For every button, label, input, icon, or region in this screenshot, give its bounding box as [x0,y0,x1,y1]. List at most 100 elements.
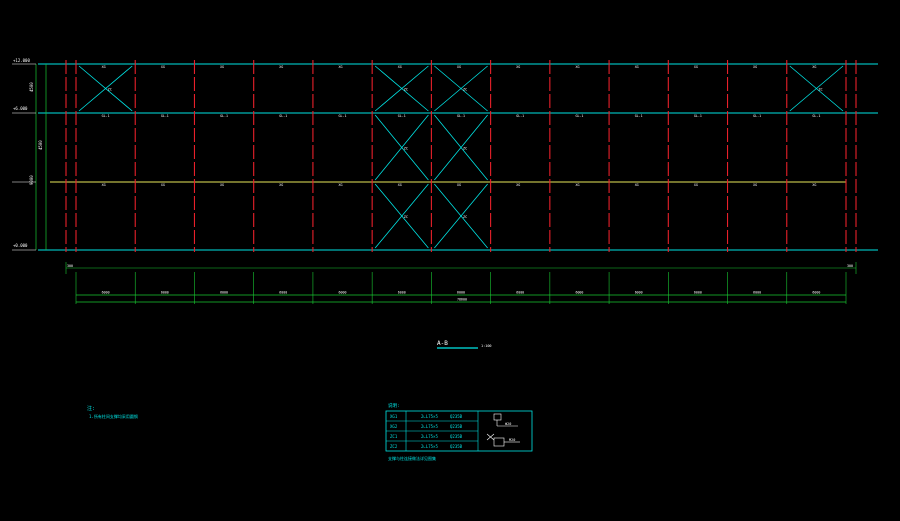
lower-row-label: XG [812,183,816,187]
top-row-label: XG [279,65,283,69]
legend-spec: 2∟L75×5 [421,434,438,439]
bay-dim-label: 6000 [220,291,228,295]
mid-row-label: GL-1 [753,114,761,118]
brace-label: ZC [108,88,112,92]
bay-dim-label: 6000 [694,291,702,295]
elevation-label-mid: +6.000 [13,106,28,111]
lower-row-label: XG [635,183,639,187]
bay-dim-label: 6000 [753,291,761,295]
top-row-label: XG [398,65,402,69]
top-row-label: XG [457,65,461,69]
legend-code: XG2 [390,424,398,429]
legend-table: 说明: XG1 2∟L75×5 Q235B XG2 2∟L75×5 Q235B … [385,402,533,461]
mid-row-label: GL-1 [516,114,524,118]
total-dim-label: 78600 [457,298,467,302]
elevation-label-top: +12.000 [13,58,30,63]
bay-dim-label: 6000 [516,291,524,295]
elevation-frame [12,63,878,251]
lower-row-label: XG [575,183,579,187]
bay-dim-label: 6000 [398,291,406,295]
top-row-label: XG [575,65,579,69]
bay-dim-label: 6000 [457,291,465,295]
left-dim-3: 9000 [29,175,34,185]
lower-row-label: XG [161,183,165,187]
column-group [65,60,857,252]
top-row-label: XG [161,65,165,69]
label-group: XGGL-1XGXGGL-1XGXGGL-1XGXGGL-1XGXGGL-1XG… [102,65,821,187]
lower-row-label: XG [102,183,106,187]
legend-mat: Q235B [450,444,463,449]
top-row-label: XG [753,65,757,69]
lower-row-label: XG [694,183,698,187]
top-row-label: XG [694,65,698,69]
bay-dim-label: 6000 [575,291,583,295]
mid-row-label: GL-1 [694,114,702,118]
end-dim-label: 300 [847,264,853,268]
lower-row-label: XG [279,183,283,187]
brace-label: ZC [463,88,467,92]
notes-heading: 注: [87,405,95,412]
legend-spec: 2∟L75×5 [421,414,438,419]
legend-mat: Q235B [450,414,463,419]
brace-diagonal [78,65,133,112]
left-dim-2: 4500 [38,140,43,150]
lower-row-label: XG [220,183,224,187]
detail-label-b: M20 [509,438,515,442]
lower-row-label: XG [398,183,402,187]
mid-row-label: GL-1 [279,114,287,118]
mid-row-label: GL-1 [398,114,406,118]
brace-label: ZC [463,147,467,151]
brace-diagonal [434,65,488,112]
legend-code: ZC2 [390,444,398,449]
lower-row-label: XG [339,183,343,187]
legend-footer: 支撑与柱连接做法详见图集 [388,455,436,461]
top-row-label: XG [635,65,639,69]
brace-label: ZC [818,88,822,92]
dimension-group: 6000 6000 6000 6000 6000 6000 6000 6000 6000 6000… [65,262,857,304]
legend-mat: Q235B [450,434,463,439]
brace-diagonal [434,183,488,249]
mid-row-label: GL-1 [812,114,820,118]
legend-spec: 2∟L75×5 [421,444,438,449]
brace-diagonal [374,65,429,112]
legend-code: ZC1 [390,434,398,439]
lower-row-label: XG [753,183,757,187]
mid-row-label: GL-1 [635,114,643,118]
bay-dim-label: 6000 [279,291,287,295]
drawing-title: A-B [437,340,448,347]
detail-label-a: Φ20 [505,422,511,426]
brace-diagonal [374,183,429,249]
mid-row-label: GL-1 [102,114,110,118]
mid-row-label: GL-1 [220,114,228,118]
mid-row-label: GL-1 [457,114,465,118]
brace-diagonal [789,65,844,112]
lower-row-label: XG [457,183,461,187]
elevation-label-bottom: +0.000 [13,243,28,248]
legend-code: XG1 [390,414,398,419]
legend-spec: 2∟L75×5 [421,424,438,429]
end-dim-label: 300 [67,264,73,268]
top-row-label: XG [102,65,106,69]
bay-dim-label: 6000 [635,291,643,295]
bay-dim-label: 6000 [161,291,169,295]
notes-line-1: 1.所有柱间支撑均采用圆钢 [89,413,138,419]
mid-row-label: GL-1 [339,114,347,118]
connection-detail-sketch [486,413,520,447]
top-row-label: XG [812,65,816,69]
brace-diagonal [434,114,488,181]
brace-label: ZC [404,215,408,219]
mid-row-label: GL-1 [161,114,169,118]
top-row-label: XG [516,65,520,69]
brace-label: ZC [463,215,467,219]
left-dim-1: 4500 [29,82,34,92]
bay-dim-label: 6000 [102,291,110,295]
brace-label: ZC [404,147,408,151]
top-row-label: XG [220,65,224,69]
brace-diagonal [374,114,429,181]
mid-row-label: GL-1 [575,114,583,118]
top-row-label: XG [339,65,343,69]
bay-dim-label: 6000 [812,291,820,295]
